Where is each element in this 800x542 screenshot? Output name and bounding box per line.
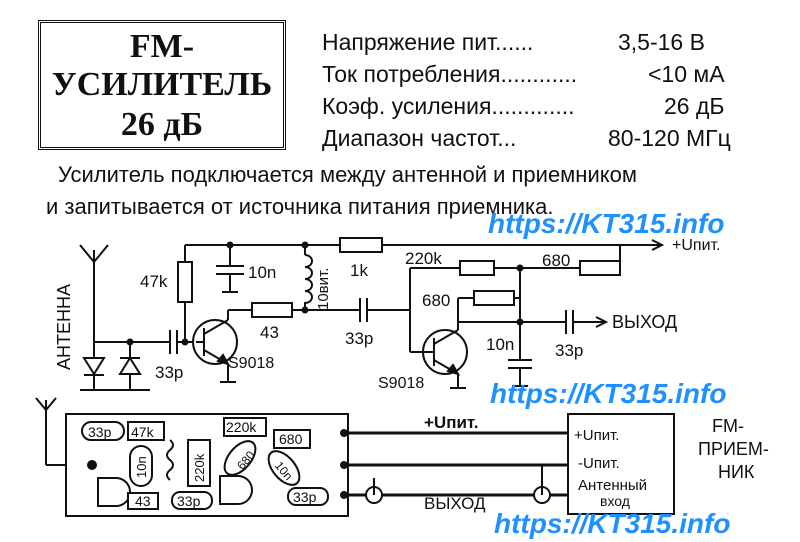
board-part-220k-top-label: 220k — [226, 419, 257, 435]
board-part-33p-b-label: 33p — [177, 493, 201, 509]
board-transistor-2 — [219, 475, 253, 505]
cap-c1 — [216, 245, 244, 293]
spec-value-gain: 26 дБ — [664, 93, 725, 119]
board-part-33p-b — [171, 491, 213, 510]
board-part-10n-a — [129, 445, 153, 487]
board-part-43 — [127, 492, 159, 510]
diode-2 — [118, 342, 142, 390]
supply-wire-label: +Uпит. — [424, 413, 478, 432]
resistor-r4 — [579, 260, 621, 276]
receiver-title-3: НИК — [718, 462, 755, 482]
spec-value-voltage: 3,5-16 В — [618, 29, 705, 55]
resistor-r6 — [473, 290, 515, 306]
board-part-33p-c — [287, 487, 329, 506]
cap-c5 — [565, 310, 574, 334]
diode-1 — [82, 342, 106, 390]
title-line-1: FM- — [129, 28, 195, 65]
board-part-43-label: 43 — [135, 493, 151, 509]
board-part-220k — [187, 439, 211, 487]
board-part-coil — [166, 439, 174, 481]
transistor-q2 — [410, 322, 468, 389]
cap-c3-label: 33p — [345, 329, 373, 348]
spec-label-voltage: Напряжение пит...... — [322, 29, 534, 55]
receiver-title-1: FM- — [712, 416, 744, 436]
supply-label: +Uпит. — [672, 237, 721, 254]
title-line-3: 26 дБ — [120, 106, 204, 143]
watermark-url-1: https://KT315.info — [488, 208, 725, 239]
board-part-680-b — [223, 440, 257, 476]
title-box: FM- УСИЛИТЕЛЬ 26 дБ — [38, 20, 286, 150]
receiver-ant-label-2: вход — [600, 493, 630, 509]
resistor-r1 — [177, 261, 193, 303]
resistor-r1-label: 47k — [140, 272, 168, 291]
resistor-r6-label: 680 — [422, 291, 450, 310]
board-part-33p-c-label: 33p — [293, 489, 317, 505]
resistor-r4-label: 680 — [542, 251, 570, 270]
transistor-q2-label: S9018 — [378, 375, 424, 392]
board-part-33p-a-label: 33p — [88, 424, 112, 440]
board-part-220k-label: 220k — [192, 453, 207, 482]
spec-label-gain: Коэф. усиления............. — [322, 93, 575, 119]
board-part-47k — [127, 421, 165, 441]
spec-label-range: Диапазон частот... — [322, 125, 517, 151]
receiver-box — [567, 413, 675, 515]
resistor-r3-label: 220k — [405, 249, 442, 268]
watermark-url-2: https://KT315.info — [490, 378, 727, 409]
inductor-l1-label: 10вит. — [315, 268, 332, 310]
board-part-680-a — [273, 429, 311, 449]
antenna-label: АНТЕННА — [54, 284, 74, 370]
board-part-10n-a-label: 10n — [134, 456, 149, 478]
board-part-220k-top — [223, 417, 267, 437]
spec-label-current: Ток потребления............ — [322, 61, 578, 87]
output-wire-label: ВЫХОД — [424, 494, 486, 513]
transistor-q1-label: S9018 — [228, 355, 274, 372]
resistor-r5-label: 43 — [260, 323, 279, 342]
note-line-2: и запитывается от источника питания прие… — [46, 194, 554, 219]
transistor-q1 — [192, 310, 238, 383]
receiver-title-2: ПРИЕМ- — [698, 439, 769, 459]
resistor-r3 — [459, 260, 495, 276]
spec-value-current: <10 мА — [648, 61, 725, 87]
spec-value-range: 80-120 МГц — [608, 125, 731, 151]
cap-c4-label: 10n — [486, 335, 514, 354]
output-label: ВЫХОД — [612, 312, 677, 332]
board-part-47k-label: 47k — [131, 424, 155, 440]
receiver-ant-label-1: Антенный — [578, 477, 647, 494]
receiver-plus-label: +Uпит. — [574, 427, 619, 444]
watermark-url-3: https://KT315.info — [494, 508, 731, 539]
cap-c3 — [359, 298, 368, 322]
board-part-680-a-label: 680 — [279, 431, 303, 447]
cap-c4 — [508, 359, 532, 387]
cap-c5-label: 33p — [555, 341, 583, 360]
cap-c2-label: 33p — [155, 363, 183, 382]
board-part-10n-b — [267, 450, 301, 486]
inductor-l1 — [304, 245, 313, 310]
board-part-33p-a — [81, 421, 125, 441]
receiver-minus-label: -Uпит. — [578, 455, 620, 472]
title-line-2: УСИЛИТЕЛЬ — [51, 66, 273, 103]
antenna-symbol — [79, 244, 109, 342]
board-transistor-1 — [97, 477, 131, 507]
cap-c1-label: 10n — [248, 263, 276, 282]
resistor-r5 — [251, 302, 293, 318]
resistor-r2 — [339, 237, 383, 253]
note-line-1: Усилитель подключается между антенной и … — [58, 162, 637, 187]
resistor-r2-label: 1k — [350, 261, 368, 280]
